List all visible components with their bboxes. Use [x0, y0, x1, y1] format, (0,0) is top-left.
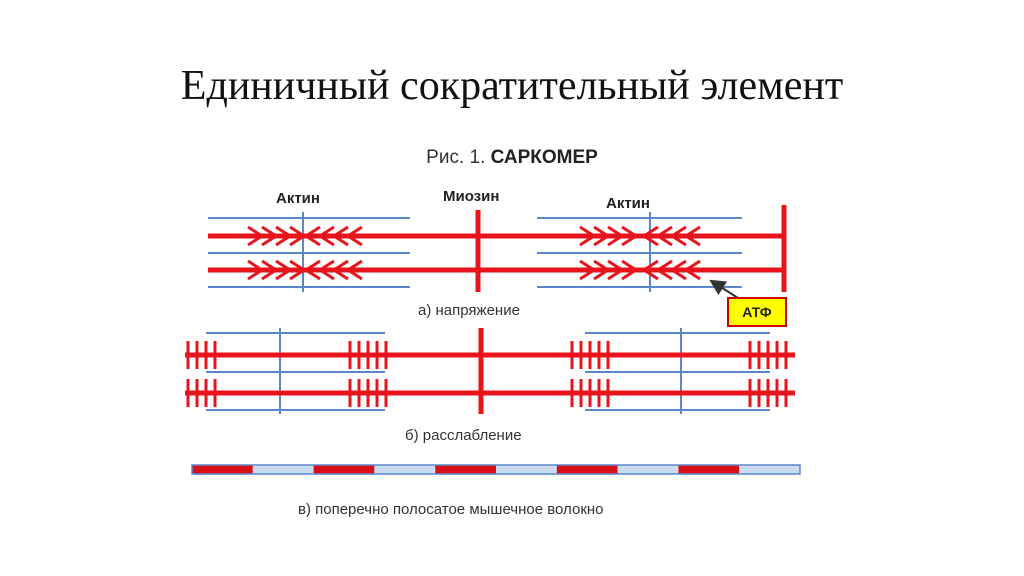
myosin-head	[261, 259, 279, 281]
panel-b-myosin-heads	[186, 341, 788, 407]
myosin-head	[303, 259, 321, 281]
myosin-head	[579, 225, 597, 247]
figure-caption-main: САРКОМЕР	[490, 147, 598, 168]
myosin-head	[683, 225, 701, 247]
myosin-head	[655, 259, 673, 281]
myosin-head	[317, 259, 335, 281]
myosin-head	[275, 225, 293, 247]
myosin-head	[607, 259, 625, 281]
fiber-band-light	[374, 465, 436, 474]
panel-b-actin-filaments	[206, 328, 770, 414]
striated-fiber	[191, 464, 801, 475]
fiber-band-light	[496, 465, 557, 474]
myosin-head	[345, 259, 363, 281]
fiber-outline	[191, 464, 801, 475]
myosin-head	[331, 259, 349, 281]
myosin-head	[655, 225, 673, 247]
fiber-band-dark	[435, 465, 496, 474]
panel-a-actin-filaments	[208, 212, 742, 292]
myosin-head	[607, 225, 625, 247]
panel-a-myosin-heads	[247, 225, 701, 281]
fiber-band-light	[739, 465, 800, 474]
fiber-band-dark	[313, 465, 375, 474]
panel-relaxation	[185, 328, 795, 414]
slide-title: Единичный сократительный элемент	[180, 63, 844, 109]
caption-relaxation: б) расслабление	[405, 427, 522, 444]
fiber-band-dark	[678, 465, 740, 474]
label-myosin: Миозин	[443, 188, 500, 205]
myosin-head	[641, 225, 659, 247]
myosin-head	[593, 225, 611, 247]
caption-fiber: в) поперечно полосатое мышечное волокно	[298, 501, 604, 518]
myosin-head	[641, 259, 659, 281]
myosin-head	[261, 225, 279, 247]
myosin-head	[303, 225, 321, 247]
myosin-head	[669, 259, 687, 281]
fiber-band-light	[617, 465, 679, 474]
myosin-head	[593, 259, 611, 281]
myosin-head	[317, 225, 335, 247]
label-actin-left: Актин	[276, 190, 320, 207]
myosin-head	[621, 225, 639, 247]
myosin-head	[247, 259, 265, 281]
label-actin-right: Актин	[606, 195, 650, 212]
panel-b-myosin-filaments	[185, 328, 795, 414]
myosin-head	[669, 225, 687, 247]
fiber-band-dark	[556, 465, 618, 474]
myosin-head	[621, 259, 639, 281]
figure-caption: Рис. 1. САРКОМЕР	[0, 147, 1024, 169]
caption-contraction: а) напряжение	[418, 302, 520, 319]
atp-badge: АТФ	[727, 297, 787, 327]
fiber-band-dark	[192, 465, 253, 474]
fiber-band-light	[252, 465, 314, 474]
atp-arrow	[709, 279, 739, 299]
panel-contraction	[208, 205, 787, 292]
myosin-head	[683, 259, 701, 281]
figure-caption-prefix: Рис. 1.	[426, 147, 491, 168]
myosin-head	[579, 259, 597, 281]
myosin-head	[345, 225, 363, 247]
myosin-head	[247, 225, 265, 247]
myosin-head	[331, 225, 349, 247]
myosin-head	[275, 259, 293, 281]
